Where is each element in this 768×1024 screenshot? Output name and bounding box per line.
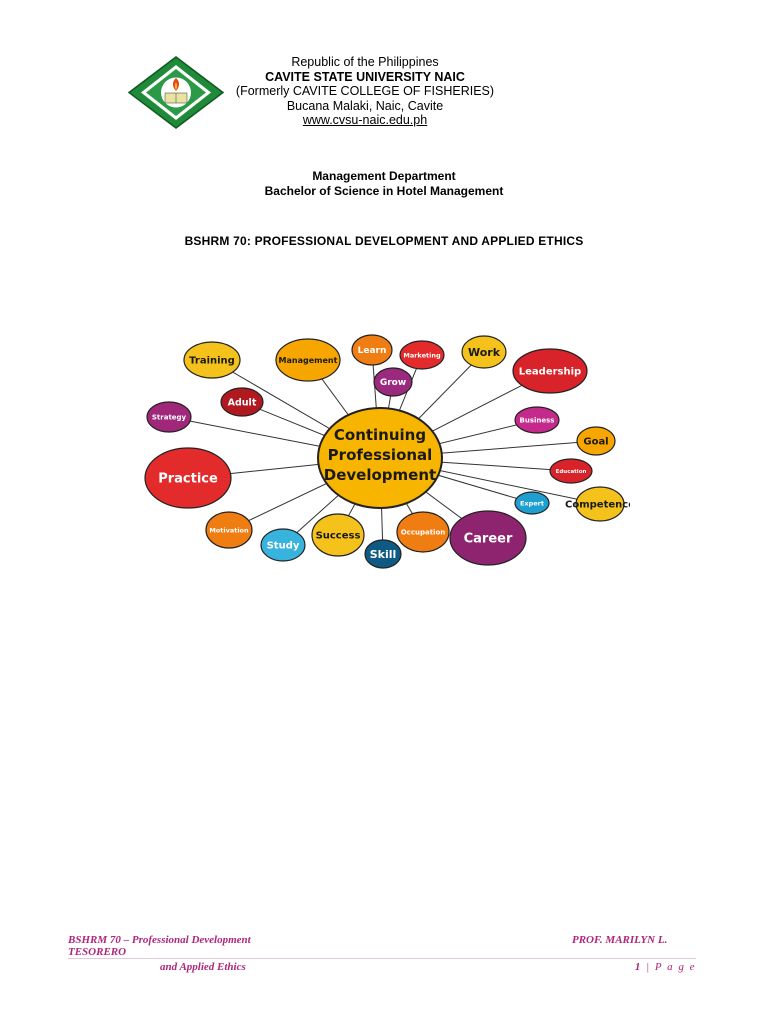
node-label-skill: Skill: [370, 548, 397, 561]
footer-course: BSHRM 70 – Professional Development: [68, 934, 251, 946]
node-occupation: [396, 511, 450, 553]
node-management: [275, 338, 341, 382]
node-label-success: Success: [316, 531, 361, 542]
center-node: [317, 407, 443, 509]
department-block: Management Department Bachelor of Scienc…: [0, 169, 768, 199]
program-name: Bachelor of Science in Hotel Management: [264, 184, 504, 198]
center-label-line: Professional: [328, 446, 433, 464]
node-label-study: Study: [267, 541, 300, 552]
node-motivation: [205, 511, 253, 549]
node-career: [449, 510, 527, 566]
node-adult: [220, 387, 264, 417]
node-label-business: Business: [520, 416, 555, 424]
node-grow: [373, 367, 413, 397]
node-marketing: [399, 340, 445, 370]
node-label-marketing: Marketing: [403, 351, 441, 359]
node-competence: [575, 486, 625, 522]
node-label-competence: Competence: [565, 500, 630, 511]
node-training: [183, 341, 241, 379]
page-label: | P a g e: [641, 961, 696, 973]
node-label-learn: Learn: [358, 346, 387, 356]
university-name: CAVITE STATE UNIVERSITY NAIC: [265, 69, 465, 84]
university-logo: [127, 56, 225, 129]
page-number: 1 | P a g e: [600, 961, 696, 973]
node-label-management: Management: [279, 356, 338, 365]
address-line: Bucana Malaki, Naic, Cavite: [286, 98, 444, 113]
department-name: Management Department: [312, 169, 456, 183]
node-label-grow: Grow: [380, 378, 406, 388]
node-label-goal: Goal: [583, 437, 608, 448]
node-label-education: Education: [556, 469, 587, 475]
node-practice: [144, 447, 232, 509]
node-skill: [364, 539, 402, 569]
republic-line: Republic of the Philippines: [291, 55, 439, 69]
node-label-training: Training: [189, 356, 235, 367]
node-label-expert: Expert: [520, 499, 544, 507]
page-number-value: 1: [634, 961, 642, 973]
header-block: Republic of the Philippines CAVITE STATE…: [220, 55, 510, 128]
node-goal: [576, 426, 616, 456]
website-link[interactable]: www.cvsu-naic.edu.ph: [302, 113, 428, 127]
footer-instructor-surname: TESORERO: [68, 946, 127, 958]
node-education: [549, 458, 593, 484]
center-label-line: Development: [324, 466, 436, 484]
footer-instructor: PROF. MARILYN L.: [572, 934, 668, 946]
footer-course-subtitle: and Applied Ethics: [160, 961, 246, 973]
node-label-leadership: Leadership: [519, 367, 581, 378]
node-leadership: [512, 348, 588, 394]
node-strategy: [146, 401, 192, 433]
node-label-work: Work: [468, 346, 501, 359]
node-business: [514, 406, 560, 434]
node-label-strategy: Strategy: [152, 413, 187, 421]
formerly-line: (Formerly CAVITE COLLEGE OF FISHERIES): [235, 84, 495, 98]
node-study: [260, 528, 306, 562]
footer-divider: [68, 958, 696, 959]
node-label-practice: Practice: [158, 472, 218, 487]
node-expert: [514, 491, 550, 515]
node-work: [461, 335, 507, 369]
node-label-adult: Adult: [228, 397, 257, 408]
node-label-occupation: Occupation: [401, 528, 446, 536]
node-label-career: Career: [464, 532, 513, 547]
node-success: [311, 513, 365, 557]
course-title: BSHRM 70: PROFESSIONAL DEVELOPMENT AND A…: [184, 234, 584, 248]
node-label-motivation: Motivation: [209, 526, 249, 534]
footer-left: BSHRM 70 – Professional Development TESO…: [68, 934, 328, 958]
node-learn: [351, 334, 393, 366]
center-label-line: Continuing: [334, 426, 426, 444]
